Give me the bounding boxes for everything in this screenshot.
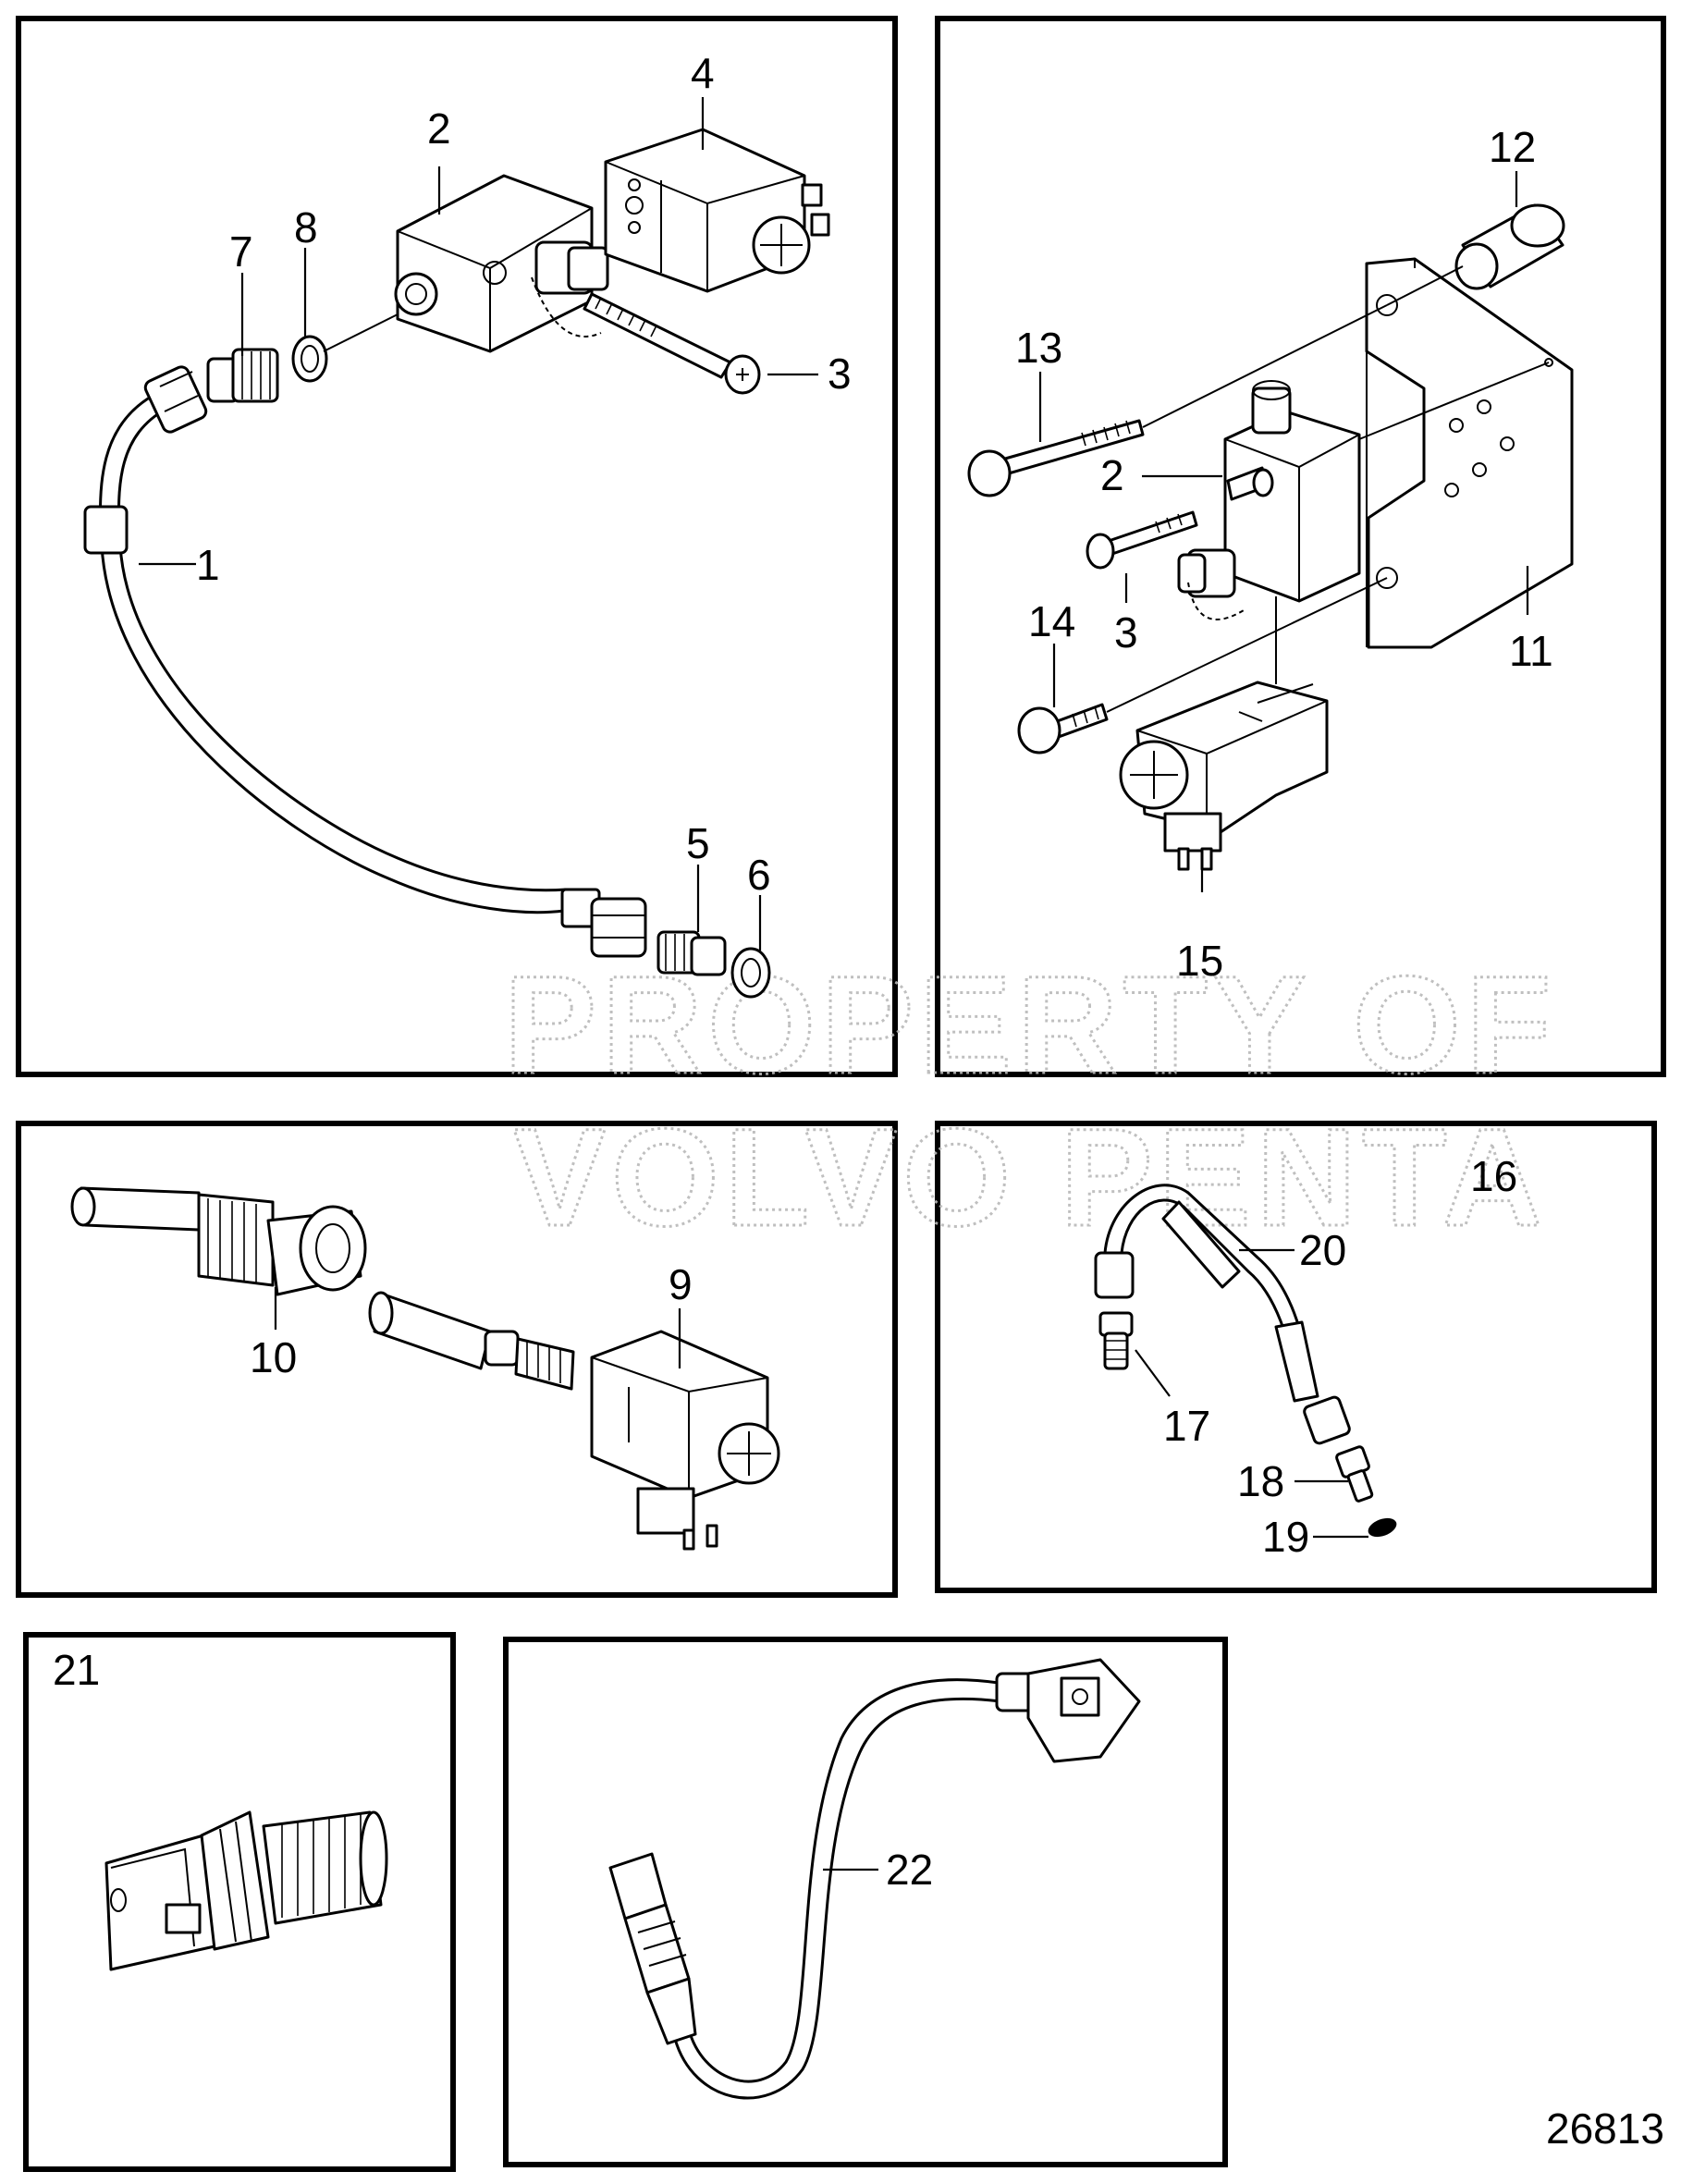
label-part-17: 17 (1163, 1402, 1210, 1450)
panel-frame-3 (16, 1121, 898, 1598)
label-part-9: 9 (669, 1260, 693, 1308)
panel-frame-2 (935, 16, 1666, 1077)
label-part-3: 3 (828, 350, 852, 398)
label-part-18: 18 (1237, 1457, 1284, 1505)
label-part-8: 8 (294, 203, 318, 252)
label-part-20: 20 (1299, 1226, 1346, 1274)
watermark-line-2: VOLVO PENTA (513, 1099, 1548, 1255)
panel-frame-4 (935, 1121, 1657, 1593)
hose-nut-upper-kit (1094, 1251, 1135, 1299)
plug-connector-upper (995, 1658, 1141, 1763)
label-part-1: 1 (196, 541, 220, 589)
nipple-part-17 (1098, 1311, 1134, 1370)
panel-3-drawing (70, 1186, 780, 1551)
panel-frame-1 (16, 16, 898, 1077)
spacer-part-12 (1454, 203, 1565, 290)
nipple-part-5 (656, 930, 727, 976)
sensor-part-9 (368, 1291, 780, 1551)
label-part-16: 16 (1470, 1152, 1517, 1200)
hose-nut-lower-kit (1303, 1395, 1351, 1445)
panel-5-drawing (104, 1810, 388, 1971)
valve-block-part-2 (394, 174, 609, 353)
sender-part-21 (104, 1810, 388, 1971)
label-part-22: 22 (886, 1846, 933, 1894)
hose-nut-lower (560, 888, 647, 958)
label-part-10: 10 (250, 1333, 297, 1381)
label-part-11: 11 (1509, 627, 1553, 675)
label-part-3-panel2: 3 (1114, 608, 1138, 656)
label-part-15: 15 (1176, 937, 1223, 985)
solenoid-part-15 (1119, 681, 1329, 871)
label-part-21: 21 (53, 1646, 100, 1694)
label-part-6: 6 (747, 851, 771, 899)
panel-frame-6 (503, 1637, 1228, 2167)
washer-part-8 (291, 335, 328, 383)
label-part-19: 19 (1262, 1513, 1309, 1561)
figure-id: 26813 (1546, 2104, 1664, 2153)
label-part-14: 14 (1028, 597, 1075, 645)
bolt-part-3 (583, 292, 761, 395)
bolt-part-13 (967, 419, 1145, 497)
hose-nut-upper (143, 365, 208, 434)
bracket-part-11 (1365, 257, 1574, 649)
adapter-part-10 (70, 1186, 367, 1296)
label-part-12: 12 (1489, 123, 1536, 171)
small-bolt-part-2b (1226, 466, 1274, 501)
hose-part-1 (99, 394, 566, 914)
label-part-2-panel2: 2 (1100, 451, 1124, 499)
label-part-4: 4 (691, 49, 715, 97)
solenoid-part-4 (604, 128, 830, 293)
plug-connector-lower (608, 1852, 697, 2045)
panel-4-drawing (1094, 1184, 1397, 1539)
panel-2-drawing (967, 171, 1574, 892)
watermark: PROPERTY OF VOLVO PENTA (503, 946, 1552, 1257)
cable-part-22 (687, 1678, 1000, 2083)
nipple-part-7 (206, 348, 279, 403)
panel-1-drawing (83, 97, 830, 999)
seal-part-19 (1368, 1517, 1397, 1538)
nipple-part-18 (1335, 1445, 1374, 1503)
label-part-7: 7 (229, 227, 253, 276)
valve-block-part-2b (1177, 380, 1361, 620)
label-part-13: 13 (1015, 324, 1062, 372)
label-part-5: 5 (686, 819, 710, 867)
label-part-2: 2 (427, 104, 451, 153)
washer-part-6 (730, 947, 771, 999)
panel-frame-5 (23, 1632, 456, 2172)
panel-6-drawing (608, 1658, 1141, 2100)
bolt-part-3b (1086, 510, 1198, 570)
bolt-part-14 (1017, 703, 1109, 755)
